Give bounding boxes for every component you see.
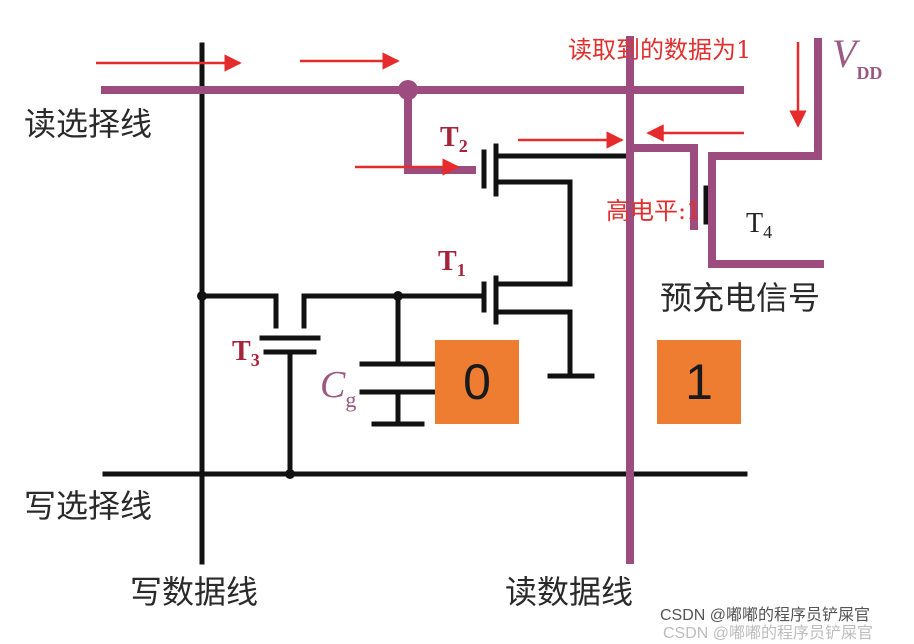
precharge-signal-label: 预充电信号 [660, 279, 821, 317]
watermark-shadow: CSDN @嘟嘟的程序员铲屎官 [663, 625, 874, 642]
storage-value-left: 0 [435, 340, 519, 424]
vdd-wire [708, 38, 824, 268]
read-data-line-label: 读数据线 [505, 573, 634, 611]
t4-label: T4 [746, 208, 773, 242]
t3-drain-node [285, 469, 295, 479]
cg-label: Cg [320, 364, 357, 412]
vdd-label: VDD [832, 31, 883, 83]
t3-source-node [197, 291, 207, 301]
read-select-junction [398, 80, 418, 100]
write-data-line-label: 写数据线 [130, 573, 259, 611]
write-select-line-label: 写选择线 [24, 487, 153, 525]
t2-label: T2 [440, 122, 468, 156]
watermark: CSDN @嘟嘟的程序员铲屎官 [660, 607, 871, 624]
storage-value-right: 1 [657, 340, 741, 424]
storage-node-dot [393, 291, 403, 301]
read-result-annotation: 读取到的数据为1 [568, 36, 752, 64]
high-level-annotation: 高电平:1 [606, 197, 702, 225]
t1-label: T1 [438, 246, 466, 280]
t3-label: T3 [232, 336, 260, 370]
read-select-line-label: 读选择线 [24, 105, 153, 143]
